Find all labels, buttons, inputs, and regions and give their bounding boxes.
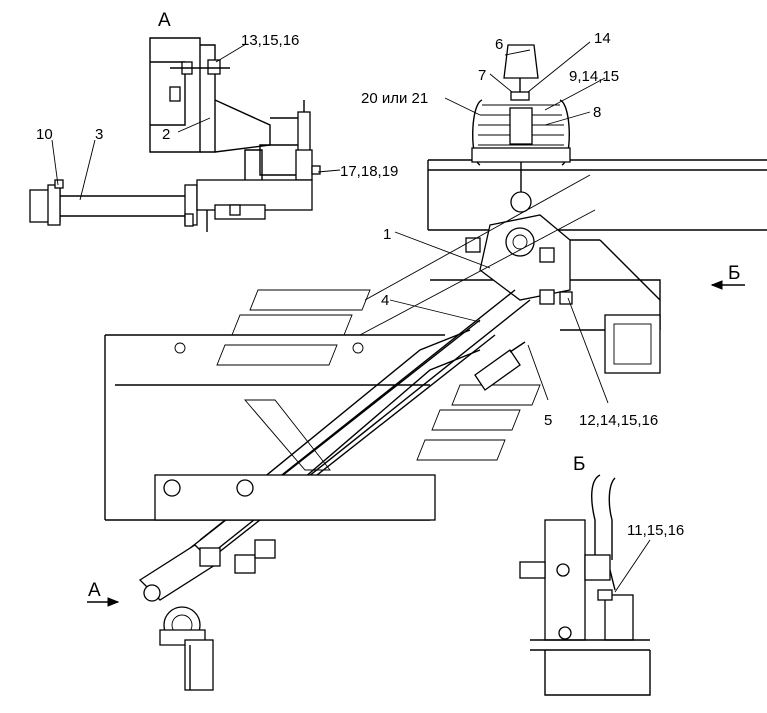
callout-11-15-16: 11,15,16 <box>627 522 684 539</box>
callout-9-14-15: 9,14,15 <box>569 68 619 85</box>
callout-14: 14 <box>594 30 611 47</box>
view-a-title: А <box>158 10 171 31</box>
view-a-arrow-label: А <box>88 580 101 601</box>
view-b-arrow: Б <box>710 263 745 290</box>
callout-8: 8 <box>593 104 601 121</box>
callout-10: 10 <box>36 126 53 143</box>
callout-7: 7 <box>478 67 486 84</box>
callout-1: 1 <box>383 226 391 243</box>
callout-20-or-21: 20 или 21 <box>361 90 428 107</box>
view-a-arrow: А <box>87 580 120 607</box>
view-b-detail <box>519 474 651 696</box>
view-b-arrow-label: Б <box>728 263 740 284</box>
callout-6: 6 <box>495 36 503 53</box>
callout-3: 3 <box>95 126 103 143</box>
callout-12-14-15-16: 12,14,15,16 <box>579 412 658 429</box>
callout-leaders <box>51 41 651 593</box>
callout-5: 5 <box>544 412 552 429</box>
view-b-title: Б <box>573 454 585 475</box>
callout-2: 2 <box>162 126 170 143</box>
callout-17-18-19: 17,18,19 <box>340 163 398 180</box>
main-view <box>104 44 767 691</box>
callout-4: 4 <box>381 292 389 309</box>
view-a-detail <box>29 37 321 232</box>
callout-13-15-16: 13,15,16 <box>241 32 299 49</box>
